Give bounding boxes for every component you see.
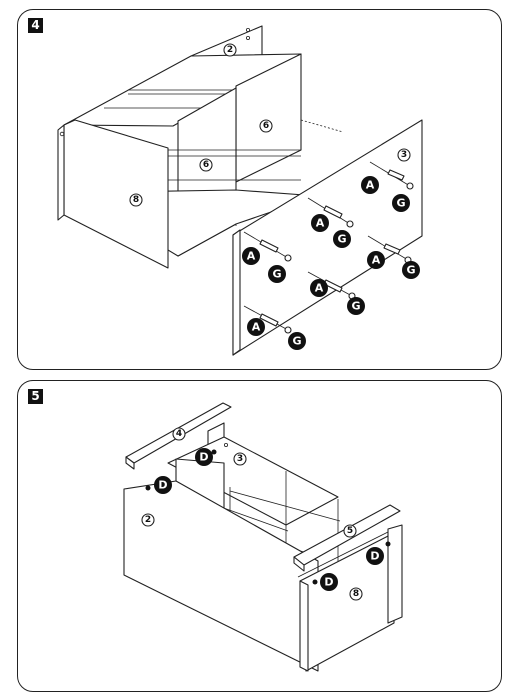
part-label-side-left: 8 <box>133 195 139 205</box>
screw-icon <box>310 279 328 297</box>
cap-icon <box>268 265 286 283</box>
part-label-top-rail: 4 <box>176 429 182 439</box>
cap-icon <box>347 297 365 315</box>
svg-text:D: D <box>324 576 333 589</box>
part-marker-divider-left <box>199 158 213 172</box>
part-marker-divider-right <box>259 119 273 133</box>
screw-icon <box>242 247 260 265</box>
svg-text:G: G <box>396 197 405 210</box>
cam-icon <box>154 476 172 494</box>
part-marker-top-rail <box>172 427 186 441</box>
side-panel-right-edge <box>232 229 241 356</box>
cam-icon <box>195 448 213 466</box>
screw-icon <box>311 214 329 232</box>
step-4-panel: 4 2 6 6 8 <box>17 9 502 370</box>
svg-text:A: A <box>247 250 256 263</box>
step-number-5: 5 <box>28 389 43 404</box>
cam-fitting-4: D <box>312 573 338 591</box>
screw-assembly-5: A G <box>307 271 365 315</box>
part-marker-back <box>141 513 155 527</box>
part-marker-back <box>223 43 237 57</box>
screw-icon <box>247 318 265 336</box>
screw-assembly-2: A G <box>307 197 354 248</box>
svg-text:G: G <box>351 300 360 313</box>
cam-fitting-1: D <box>195 443 228 466</box>
svg-text:G: G <box>406 264 415 277</box>
svg-text:D: D <box>370 550 379 563</box>
part-label-front-rail: 5 <box>347 526 353 536</box>
part-marker-side-left <box>233 452 247 466</box>
side-panel-left-edge <box>57 124 65 221</box>
cam-fitting-3: D <box>366 541 391 565</box>
side-panel-right-edge <box>387 524 403 624</box>
screw-assembly-6: A G <box>243 305 306 350</box>
screw-assembly-1: A G <box>361 161 414 212</box>
step-5-illustration: 4 3 2 5 8 D D D D <box>123 402 403 672</box>
part-marker-side-left <box>129 193 143 207</box>
svg-text:A: A <box>315 282 324 295</box>
screw-assembly-3: A G <box>242 231 292 283</box>
cap-icon <box>333 230 351 248</box>
part-label-divider-left: 6 <box>203 160 209 170</box>
svg-text:D: D <box>199 451 208 464</box>
svg-text:A: A <box>366 179 375 192</box>
step-5-panel: 5 4 3 2 5 8 <box>17 380 502 692</box>
step-number-4: 4 <box>28 18 43 33</box>
cap-icon <box>288 332 306 350</box>
screw-icon <box>367 251 385 269</box>
screw-icon <box>361 176 379 194</box>
cam-icon <box>320 573 338 591</box>
part-label-side-left: 3 <box>237 454 243 464</box>
svg-text:G: G <box>272 268 281 281</box>
part-label-side-right: 3 <box>401 150 407 160</box>
svg-text:A: A <box>316 217 325 230</box>
svg-text:D: D <box>158 479 167 492</box>
svg-text:G: G <box>337 233 346 246</box>
cap-icon <box>402 261 420 279</box>
screw-assembly-4: A G <box>367 235 420 279</box>
cap-icon <box>392 194 410 212</box>
cam-icon <box>366 547 384 565</box>
side-panel-left <box>63 119 169 269</box>
cam-fitting-2: D <box>145 476 172 494</box>
part-label-divider-right: 6 <box>263 121 269 131</box>
part-marker-front-rail <box>343 524 357 538</box>
svg-text:G: G <box>292 335 301 348</box>
part-label-back: 2 <box>145 515 151 525</box>
part-marker-side-right <box>397 148 411 162</box>
step-4-illustration: 2 6 6 8 3 A G A G <box>57 25 423 356</box>
part-marker-side-right <box>349 587 363 601</box>
part-label-side-right: 8 <box>353 589 359 599</box>
svg-text:A: A <box>252 321 261 334</box>
svg-text:A: A <box>372 254 381 267</box>
part-label-back: 2 <box>227 45 233 55</box>
